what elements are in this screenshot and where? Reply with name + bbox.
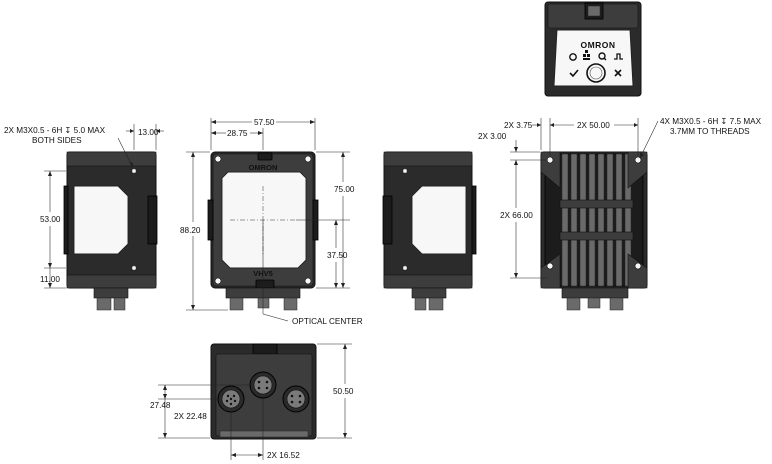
network-icon [583, 50, 590, 60]
left-thread-note: 2X M3X0.5 - 6H ↧ 5.0 MAX [4, 126, 106, 135]
bottom-view [210, 343, 317, 440]
brand-logo-top: OMRON [580, 40, 615, 50]
back-view [540, 151, 648, 311]
right-side-view [382, 151, 477, 311]
heat-sink-fins [559, 153, 634, 287]
back-thread-note-2: 3.7MM TO THREADS [670, 127, 750, 136]
left-side-view [63, 151, 158, 311]
search-icon [598, 52, 607, 61]
back-dimensions: 2X 3.75 2X 50.00 2X 3.00 2X 66.00 4X M3X… [478, 117, 762, 279]
dim-50: 2X 50.00 [577, 121, 610, 130]
dim-3-75: 2X 3.75 [504, 121, 533, 130]
bottom-dimensions: 27.48 2X 22.48 50.50 2X 16.52 [150, 343, 354, 460]
dim-28-75: 28.75 [227, 129, 248, 138]
dim-50-50: 50.50 [333, 387, 354, 396]
dim-22-48: 2X 22.48 [174, 412, 207, 421]
optical-center-label: OPTICAL CENTER [292, 317, 363, 326]
dim-3-00: 2X 3.00 [478, 132, 507, 141]
dim-13: 13.00 [138, 128, 159, 137]
connector-right [282, 385, 310, 413]
fail-x-icon [614, 69, 622, 77]
connector-center [249, 371, 277, 399]
top-view: OMRON [544, 1, 642, 97]
front-dimensions: 57.50 28.75 88.20 75.00 37.50 OPTICAL CE… [180, 118, 363, 326]
dim-66: 2X 66.00 [500, 211, 533, 220]
dim-11: 11.00 [40, 275, 60, 284]
trigger-icon [614, 53, 623, 60]
power-icon [569, 53, 577, 61]
brand-logo-front: OMRON [249, 163, 278, 172]
dim-57-50: 57.50 [254, 118, 275, 127]
dim-37-50: 37.50 [327, 251, 348, 260]
connector-left [217, 385, 245, 413]
dim-16-52: 2X 16.52 [267, 451, 300, 460]
front-view: OMRON VHV5 [207, 151, 319, 322]
pass-check-icon [569, 69, 579, 78]
dim-53: 53.00 [40, 215, 61, 224]
back-thread-note: 4X M3X0.5 - 6H ↧ 7.5 MAX [660, 117, 762, 126]
left-thread-note-2: BOTH SIDES [32, 136, 82, 145]
trigger-button [586, 63, 606, 83]
left-side-dimensions: 2X M3X0.5 - 6H ↧ 5.0 MAX BOTH SIDES 13.0… [4, 124, 164, 289]
dim-75: 75.00 [334, 185, 355, 194]
dim-27-48: 27.48 [150, 401, 171, 410]
dim-88-20: 88.20 [180, 226, 201, 235]
